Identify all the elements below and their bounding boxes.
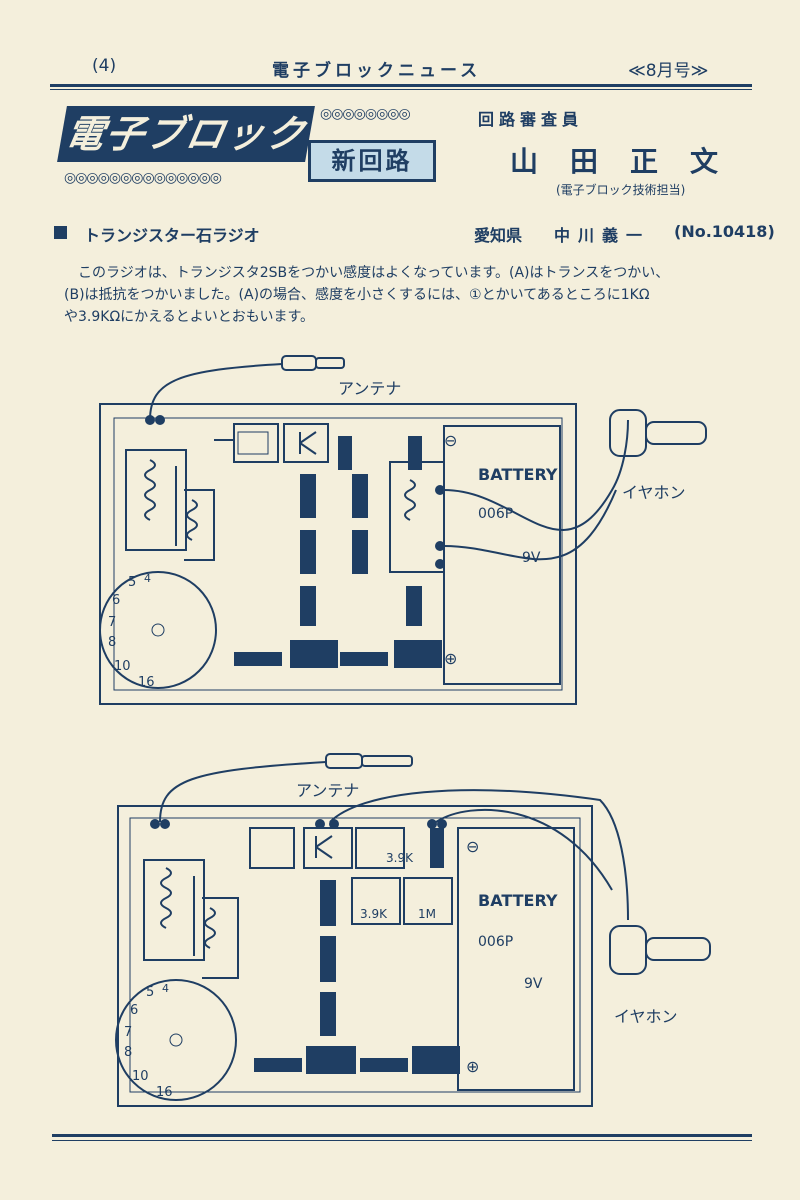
dial-number: 4	[144, 572, 151, 585]
body-line: や3.9KΩにかえるとよいとおもいます。	[64, 309, 315, 325]
body-line: (B)は抵抗をつかいました。(A)の場合、感度を小さくするには、①とかいてあると…	[64, 287, 650, 303]
member-number: (No.10418)	[674, 222, 775, 241]
logo-main: 電子ブロック	[57, 106, 315, 162]
bullet-square-icon	[54, 226, 67, 239]
resistor-label: 3.9K	[360, 907, 388, 921]
dial-number: 16	[156, 1085, 173, 1100]
battery-model: 006P	[478, 934, 513, 950]
circuit-diagram-b: アンテナ イヤホン BATTERY 006P 9V ⊖ ⊕ 3.9K 3.9K …	[0, 740, 800, 1120]
dial-number: 8	[124, 1045, 132, 1060]
header-rule	[50, 84, 752, 87]
dial-number: 5	[146, 985, 154, 1000]
article-body: このラジオは、トランジスタ2SBをつかい感度はよくなっています。(A)はトランス…	[64, 262, 756, 328]
circuit-diagram-a: アンテナ イヤホン BATTERY 006P 9V ⊖ ⊕ 16 10 8 7 …	[0, 340, 800, 720]
header-rule-thin	[50, 89, 752, 90]
battery-voltage: 9V	[524, 976, 543, 992]
antenna-label: アンテナ	[296, 781, 359, 800]
dial-number: 7	[108, 615, 116, 630]
antenna-label: アンテナ	[338, 379, 401, 398]
body-line: このラジオは、トランジスタ2SBをつかい感度はよくなっています。(A)はトランス…	[78, 265, 670, 281]
reviewer-name: 山田正文	[510, 145, 751, 178]
footer-rule-thin	[52, 1140, 752, 1141]
logo-sub: 新回路	[308, 140, 436, 182]
page-header: (4) 電子ブロックニュース ≪8月号≫	[0, 56, 800, 81]
dial-number: 5	[128, 575, 136, 590]
dial-number: 6	[112, 593, 120, 608]
battery-label: BATTERY	[478, 465, 558, 484]
battery-label: BATTERY	[478, 891, 558, 910]
minus-terminal: ⊖	[444, 431, 457, 450]
article-header: トランジスター石ラジオ 愛知県 中川義一 (No.10418)	[54, 222, 775, 246]
battery-model: 006P	[478, 506, 513, 522]
battery-voltage: 9V	[522, 550, 541, 566]
earphone-label: イヤホン	[614, 1007, 678, 1026]
dial-number: 7	[124, 1025, 132, 1040]
dial-number: 4	[162, 982, 169, 995]
minus-terminal: ⊖	[466, 837, 479, 856]
resistor-label: 3.9K	[386, 851, 414, 865]
dial-number: 10	[132, 1069, 149, 1084]
resistor-label: 1M	[418, 907, 436, 921]
earphone-label: イヤホン	[622, 483, 686, 502]
dial-number: 6	[130, 1003, 138, 1018]
plus-terminal: ⊕	[466, 1057, 479, 1076]
chain-decoration-top: ◎◎◎◎◎◎◎◎	[320, 106, 411, 122]
article-title: トランジスター石ラジオ	[84, 226, 260, 245]
reviewer-note: (電子ブロック技術担当)	[556, 183, 686, 197]
plus-terminal: ⊕	[444, 649, 457, 668]
newsletter-title: 電子ブロックニュース	[272, 61, 482, 81]
dial-number: 16	[138, 675, 155, 690]
page-number: (4)	[92, 56, 117, 76]
footer-rule	[52, 1134, 752, 1137]
circuit-diagram-a-svg: アンテナ イヤホン BATTERY 006P 9V ⊖ ⊕ 16 10 8 7 …	[99, 355, 707, 705]
reviewer-role: 回路審査員	[478, 110, 584, 129]
author-prefecture: 愛知県	[474, 226, 523, 245]
chain-decoration-bottom: ◎◎◎◎◎◎◎◎◎◎◎◎◎◎	[64, 170, 222, 186]
circuit-diagram-b-svg: アンテナ イヤホン BATTERY 006P 9V ⊖ ⊕ 3.9K 3.9K …	[115, 753, 711, 1107]
author-name: 中川義一	[554, 226, 651, 245]
section-logo: ◎◎◎◎◎◎◎◎ 電子ブロック ◎◎◎◎◎◎◎◎◎◎◎◎◎◎ 新回路	[57, 100, 442, 196]
issue-label: ≪8月号≫	[628, 61, 709, 81]
dial-number: 8	[108, 635, 116, 650]
dial-number: 10	[114, 659, 131, 674]
